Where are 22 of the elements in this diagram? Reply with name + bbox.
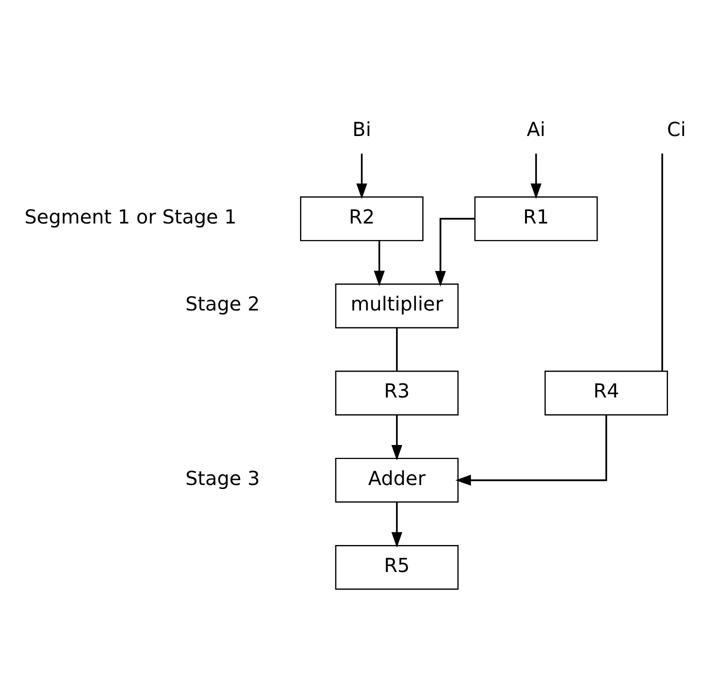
node-box: R4: [544, 370, 668, 415]
node-text: Ci: [667, 118, 686, 141]
node-box: R2: [300, 196, 424, 241]
arrow: [374, 240, 385, 286]
node-box: R1: [474, 196, 598, 241]
node-text: Bi: [352, 118, 372, 141]
arrow: [356, 153, 368, 199]
connector: [661, 152, 664, 371]
node-box: Adder: [335, 457, 459, 502]
node-text: Ai: [526, 118, 546, 141]
connector: [396, 327, 398, 370]
arrow: [455, 414, 608, 486]
node-box: multiplier: [335, 283, 459, 328]
arrow: [391, 502, 402, 548]
label: Stage 3: [185, 466, 260, 490]
label: Segment 1 or Stage 1: [24, 204, 237, 228]
arrow: [435, 217, 474, 286]
node-box: R5: [335, 544, 459, 590]
label: Stage 2: [185, 292, 260, 316]
arrow: [391, 414, 402, 460]
node-box: R3: [335, 370, 459, 415]
arrow: [530, 153, 542, 199]
